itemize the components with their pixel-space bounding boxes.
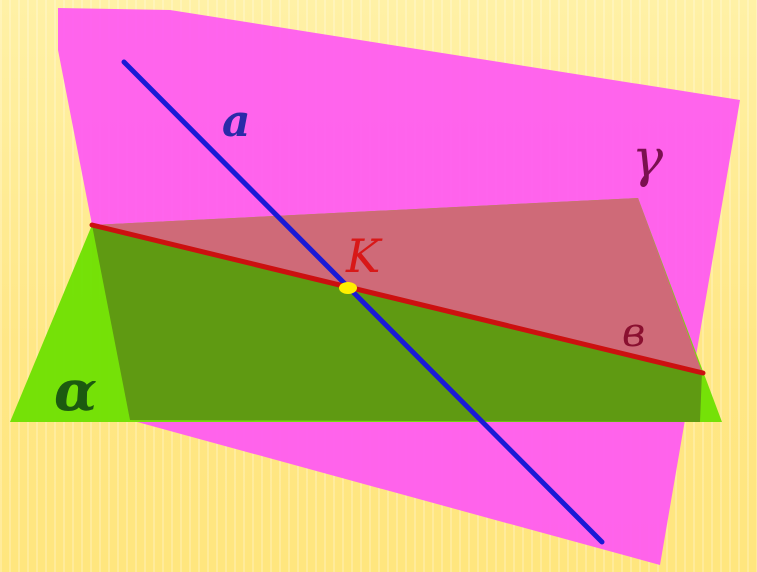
line-a [121, 59, 605, 545]
line-b [89, 222, 706, 376]
label-plane-alpha: α [54, 358, 97, 424]
point-K [339, 282, 357, 294]
label-plane-gamma: γ [632, 129, 664, 189]
label-point-K: K [345, 229, 383, 283]
overlap-upper [92, 198, 702, 372]
label-line-b: в [622, 310, 645, 356]
overlap-lower [92, 225, 702, 422]
label-line-a: a [222, 96, 251, 147]
